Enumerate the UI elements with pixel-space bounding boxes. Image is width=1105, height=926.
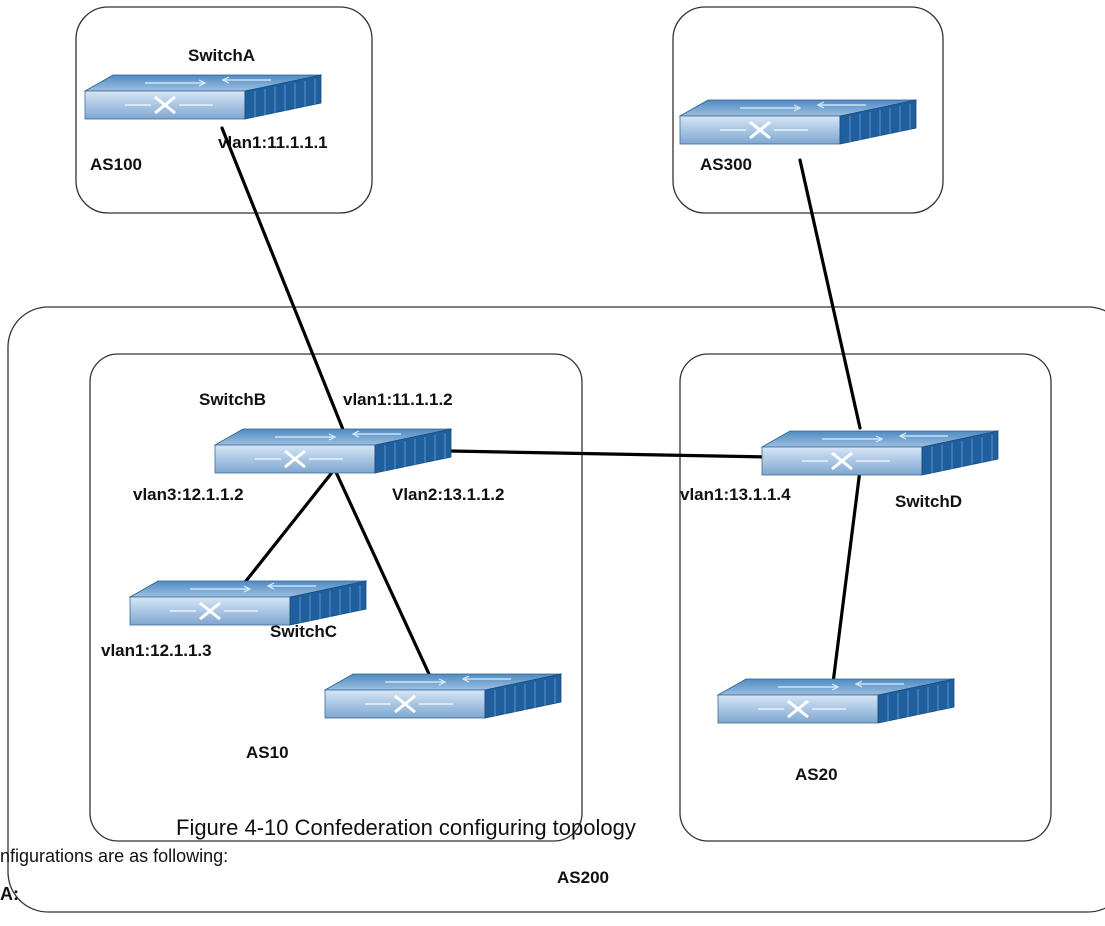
label-switch-c-ip: vlan1:12.1.1.3: [101, 641, 212, 660]
as200-box: [7, 306, 1105, 913]
body-text-line2: A:: [0, 884, 19, 904]
as20-box: [679, 353, 1052, 842]
link-switchd-as20: [831, 468, 862, 685]
label-as300: AS300: [700, 155, 752, 174]
body-text-line1: nfigurations are as following:: [0, 846, 228, 866]
as300-box: [672, 6, 944, 214]
switch-as10-icon: [323, 672, 563, 720]
link-switchb-switchc: [240, 468, 336, 588]
label-as10: AS10: [246, 743, 289, 762]
switch-as20-icon: [716, 677, 956, 725]
label-as100: AS100: [90, 155, 142, 174]
switch-a-icon: [83, 73, 323, 121]
label-switch-b: SwitchB: [199, 390, 266, 409]
link-switchb-as10: [333, 468, 443, 702]
label-as200: AS200: [557, 868, 609, 887]
as100-box: [75, 6, 373, 214]
label-switch-b-vlan2-ip: Vlan2:13.1.1.2: [392, 485, 504, 504]
link-as300-switchd: [798, 158, 862, 430]
label-switch-a-ip: vlan1:11.1.1.1: [218, 133, 328, 152]
label-switch-b-uplink-ip: vlan1:11.1.1.2: [343, 390, 453, 409]
switch-d-icon: [760, 429, 1000, 477]
switch-c-icon: [128, 579, 368, 627]
as10-box: [89, 353, 583, 842]
link-switchb-switchd: [448, 449, 772, 459]
switch-as300-icon: [678, 98, 918, 146]
label-switch-b-vlan3-ip: vlan3:12.1.1.2: [133, 485, 244, 504]
label-switch-d: SwitchD: [895, 492, 962, 511]
switch-b-icon: [213, 427, 453, 475]
label-switch-d-ip: vlan1:13.1.1.4: [680, 485, 791, 504]
label-switch-a: SwitchA: [188, 46, 255, 65]
figure-caption: Figure 4-10 Confederation configuring to…: [176, 815, 636, 840]
link-switcha-switchb: [220, 126, 350, 444]
label-as20: AS20: [795, 765, 838, 784]
label-switch-c: SwitchC: [270, 622, 337, 641]
